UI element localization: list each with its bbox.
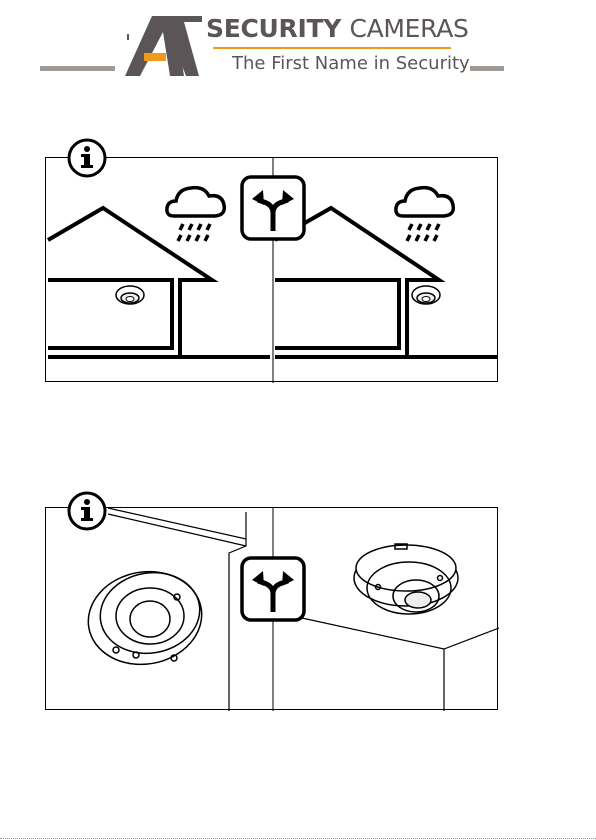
brand-name: SECURITY CAMERAS xyxy=(206,14,469,43)
camera-icon-right xyxy=(412,286,440,304)
figure-mounting-options xyxy=(45,507,498,710)
split-arrow-icon xyxy=(240,175,306,241)
page-edge xyxy=(0,838,596,839)
brand-tagline: The First Name in Security xyxy=(232,53,470,74)
info-icon xyxy=(66,490,108,532)
camera-ceiling-view xyxy=(354,544,458,614)
split-arrow-icon xyxy=(240,556,306,622)
rain-cloud-icon-right xyxy=(396,188,453,241)
figure-outdoor-mounting xyxy=(45,157,498,382)
brand-rule xyxy=(213,47,451,49)
camera-wall-view xyxy=(81,563,209,673)
rain-cloud-icon-left xyxy=(167,188,224,241)
info-icon xyxy=(66,137,108,179)
camera-icon-left xyxy=(116,286,144,304)
brand-logo: SECURITY CAMERAS The First Name in Secur… xyxy=(0,0,596,95)
